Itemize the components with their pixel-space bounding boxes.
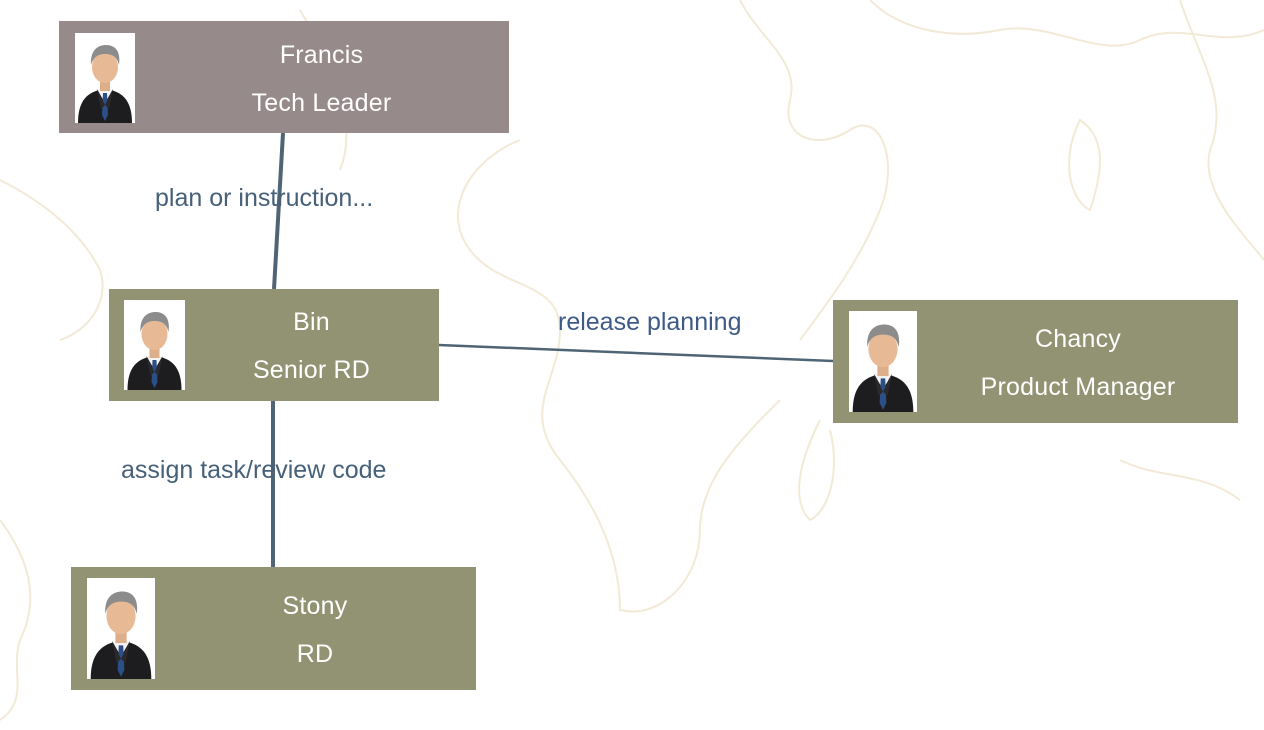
node-chancy-text: Chancy Product Manager <box>948 315 1208 411</box>
edge-label-assign: assign task/review code <box>121 456 387 484</box>
node-chancy-name: Chancy <box>1035 325 1121 353</box>
edge-label-release: release planning <box>558 308 742 336</box>
node-francis-text: Francis Tech Leader <box>204 31 439 127</box>
node-bin-role: Senior RD <box>252 356 371 384</box>
businessman-avatar-icon <box>87 578 155 679</box>
node-chancy-role: Product Manager <box>980 373 1176 401</box>
node-bin-name: Bin <box>293 308 330 336</box>
node-bin[interactable]: Bin Senior RD <box>109 289 439 401</box>
edge-label-plan: plan or instruction... <box>155 184 374 212</box>
node-chancy[interactable]: Chancy Product Manager <box>833 300 1238 423</box>
edge-bin-chancy <box>438 343 834 363</box>
node-francis-role: Tech Leader <box>251 89 392 117</box>
businessman-avatar-icon <box>75 33 135 123</box>
node-francis[interactable]: Francis Tech Leader <box>59 21 509 133</box>
businessman-avatar-icon <box>849 311 917 412</box>
node-stony-name: Stony <box>282 592 348 620</box>
node-bin-text: Bin Senior RD <box>224 298 399 394</box>
node-stony-text: Stony RD <box>215 582 415 678</box>
node-francis-name: Francis <box>279 41 364 69</box>
node-stony[interactable]: Stony RD <box>71 567 476 690</box>
businessman-avatar-icon <box>124 300 185 390</box>
node-stony-role: RD <box>296 640 334 668</box>
edge-francis-bin <box>272 132 285 290</box>
